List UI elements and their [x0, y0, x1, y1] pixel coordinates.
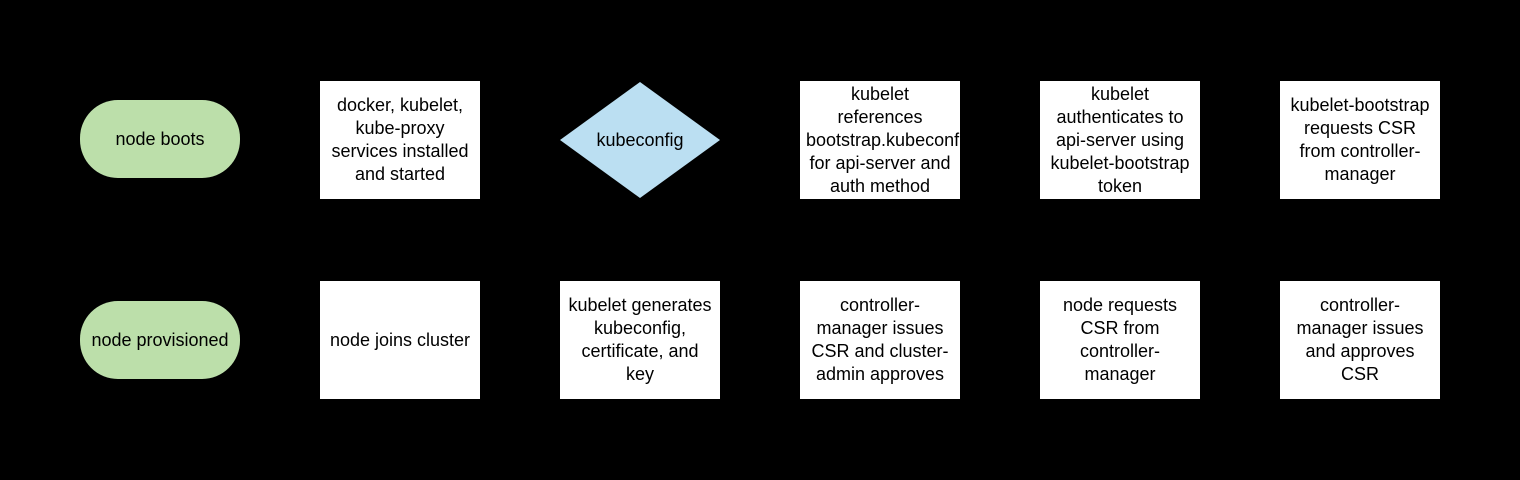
- process-authenticates-with-token: kubelet authenticates to api-server usin…: [1040, 81, 1200, 199]
- process-services-installed-label: docker, kubelet, kube-proxy services ins…: [331, 95, 469, 184]
- process-node-requests-csr-label: node requests CSR from controller-manage…: [1062, 295, 1178, 384]
- process-cm-issues-csr-admin-approves: controller-manager issues CSR and cluste…: [800, 281, 960, 399]
- terminator-node-provisioned-label: node provisioned: [91, 329, 229, 350]
- decision-kubeconfig-label: kubeconfig: [596, 129, 684, 150]
- process-kubelet-generates-kubeconfig: kubelet generates kubeconfig, certificat…: [560, 281, 720, 399]
- process-node-joins-cluster-label: node joins cluster: [329, 329, 471, 350]
- process-node-requests-csr: node requests CSR from controller-manage…: [1040, 281, 1200, 399]
- process-node-joins-cluster: node joins cluster: [320, 281, 480, 399]
- process-cm-issues-and-approves-csr-label: controller-manager issues and approves C…: [1296, 295, 1424, 384]
- process-bootstrap-requests-csr-label: kubelet-bootstrap requests CSR from cont…: [1290, 95, 1430, 184]
- process-authenticates-with-token-label: kubelet authenticates to api-server usin…: [1050, 83, 1190, 196]
- process-cm-issues-and-approves-csr: controller-manager issues and approves C…: [1280, 281, 1440, 399]
- decision-kubeconfig: kubeconfig: [560, 82, 720, 198]
- process-kubelet-generates-kubeconfig-label: kubelet generates kubeconfig, certificat…: [568, 295, 712, 384]
- terminator-node-boots-label: node boots: [115, 128, 205, 149]
- terminator-node-provisioned: node provisioned: [80, 301, 240, 379]
- process-references-bootstrap-kubeconfig: kubelet references bootstrap.kubeconfig …: [800, 81, 974, 199]
- process-cm-issues-csr-admin-approves-label: controller-manager issues CSR and cluste…: [811, 295, 949, 384]
- process-bootstrap-requests-csr: kubelet-bootstrap requests CSR from cont…: [1280, 81, 1440, 199]
- process-services-installed: docker, kubelet, kube-proxy services ins…: [320, 81, 480, 199]
- process-references-bootstrap-kubeconfig-label: kubelet references bootstrap.kubeconfig …: [806, 83, 974, 196]
- terminator-node-boots: node boots: [80, 100, 240, 178]
